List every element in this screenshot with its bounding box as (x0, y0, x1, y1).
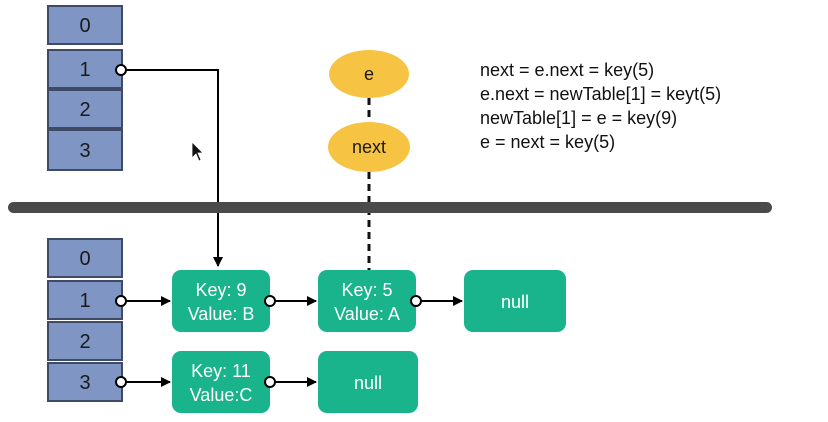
top-bucket-3 (47, 129, 123, 171)
node-key5-next-origin (410, 295, 422, 307)
node-key9-value: Value: B (188, 304, 255, 324)
node-key5 (318, 270, 416, 332)
top-table: 0 1 2 3 (47, 5, 123, 171)
top-bucket-0 (47, 5, 123, 45)
code-block: next = e.next = key(5) e.next = newTable… (480, 60, 721, 152)
bottom-bucket-3-pointer-origin (115, 376, 127, 388)
top-bucket-1-pointer (127, 69, 223, 267)
code-line-1: next = e.next = key(5) (480, 60, 654, 80)
bottom-bucket-1-label: 1 (79, 290, 90, 312)
node-key11 (172, 351, 270, 413)
top-bucket-1-pointer-origin (115, 64, 127, 76)
code-line-3: newTable[1] = e = key(9) (480, 108, 677, 128)
node-null-1 (464, 270, 566, 332)
top-bucket-3-label: 3 (79, 140, 90, 162)
bottom-bucket-2-label: 2 (79, 331, 90, 353)
bottom-bucket-3 (47, 362, 123, 402)
top-bucket-1-label: 1 (79, 59, 90, 81)
top-bucket-2-label: 2 (79, 99, 90, 121)
node-null-1-label: null (501, 292, 529, 312)
pointer-next (328, 122, 410, 172)
node-null-2 (318, 351, 418, 413)
node-key5-key: Key: 5 (341, 280, 392, 300)
code-line-4: e = next = key(5) (480, 132, 615, 152)
node-key9-next-origin (264, 295, 276, 307)
top-bucket-2 (47, 89, 123, 129)
bottom-bucket-1 (47, 280, 123, 320)
bottom-bucket-0 (47, 238, 123, 278)
code-line-2: e.next = newTable[1] = keyt(5) (480, 84, 721, 104)
node-key11-key: Key: 11 (191, 361, 251, 381)
pointer-e-label: e (364, 64, 374, 84)
node-key11-next-origin (264, 376, 276, 388)
bottom-bucket-1-pointer-origin (115, 295, 127, 307)
bottom-table: 0 1 2 3 (47, 238, 123, 402)
node-key5-value: Value: A (334, 304, 400, 324)
bottom-bucket-3-label: 3 (79, 372, 90, 394)
mouse-cursor-icon (191, 141, 204, 162)
divider-bar (8, 202, 772, 213)
node-null-2-label: null (354, 373, 382, 393)
node-key9 (172, 270, 270, 332)
pointer-next-label: next (352, 137, 386, 157)
top-bucket-0-label: 0 (79, 15, 90, 37)
node-key9-key: Key: 9 (195, 280, 246, 300)
bottom-bucket-2 (47, 321, 123, 361)
node-key11-value: Value:C (190, 385, 253, 405)
top-bucket-1 (47, 49, 123, 89)
pointer-e (329, 50, 409, 98)
bottom-bucket-0-label: 0 (79, 248, 90, 270)
